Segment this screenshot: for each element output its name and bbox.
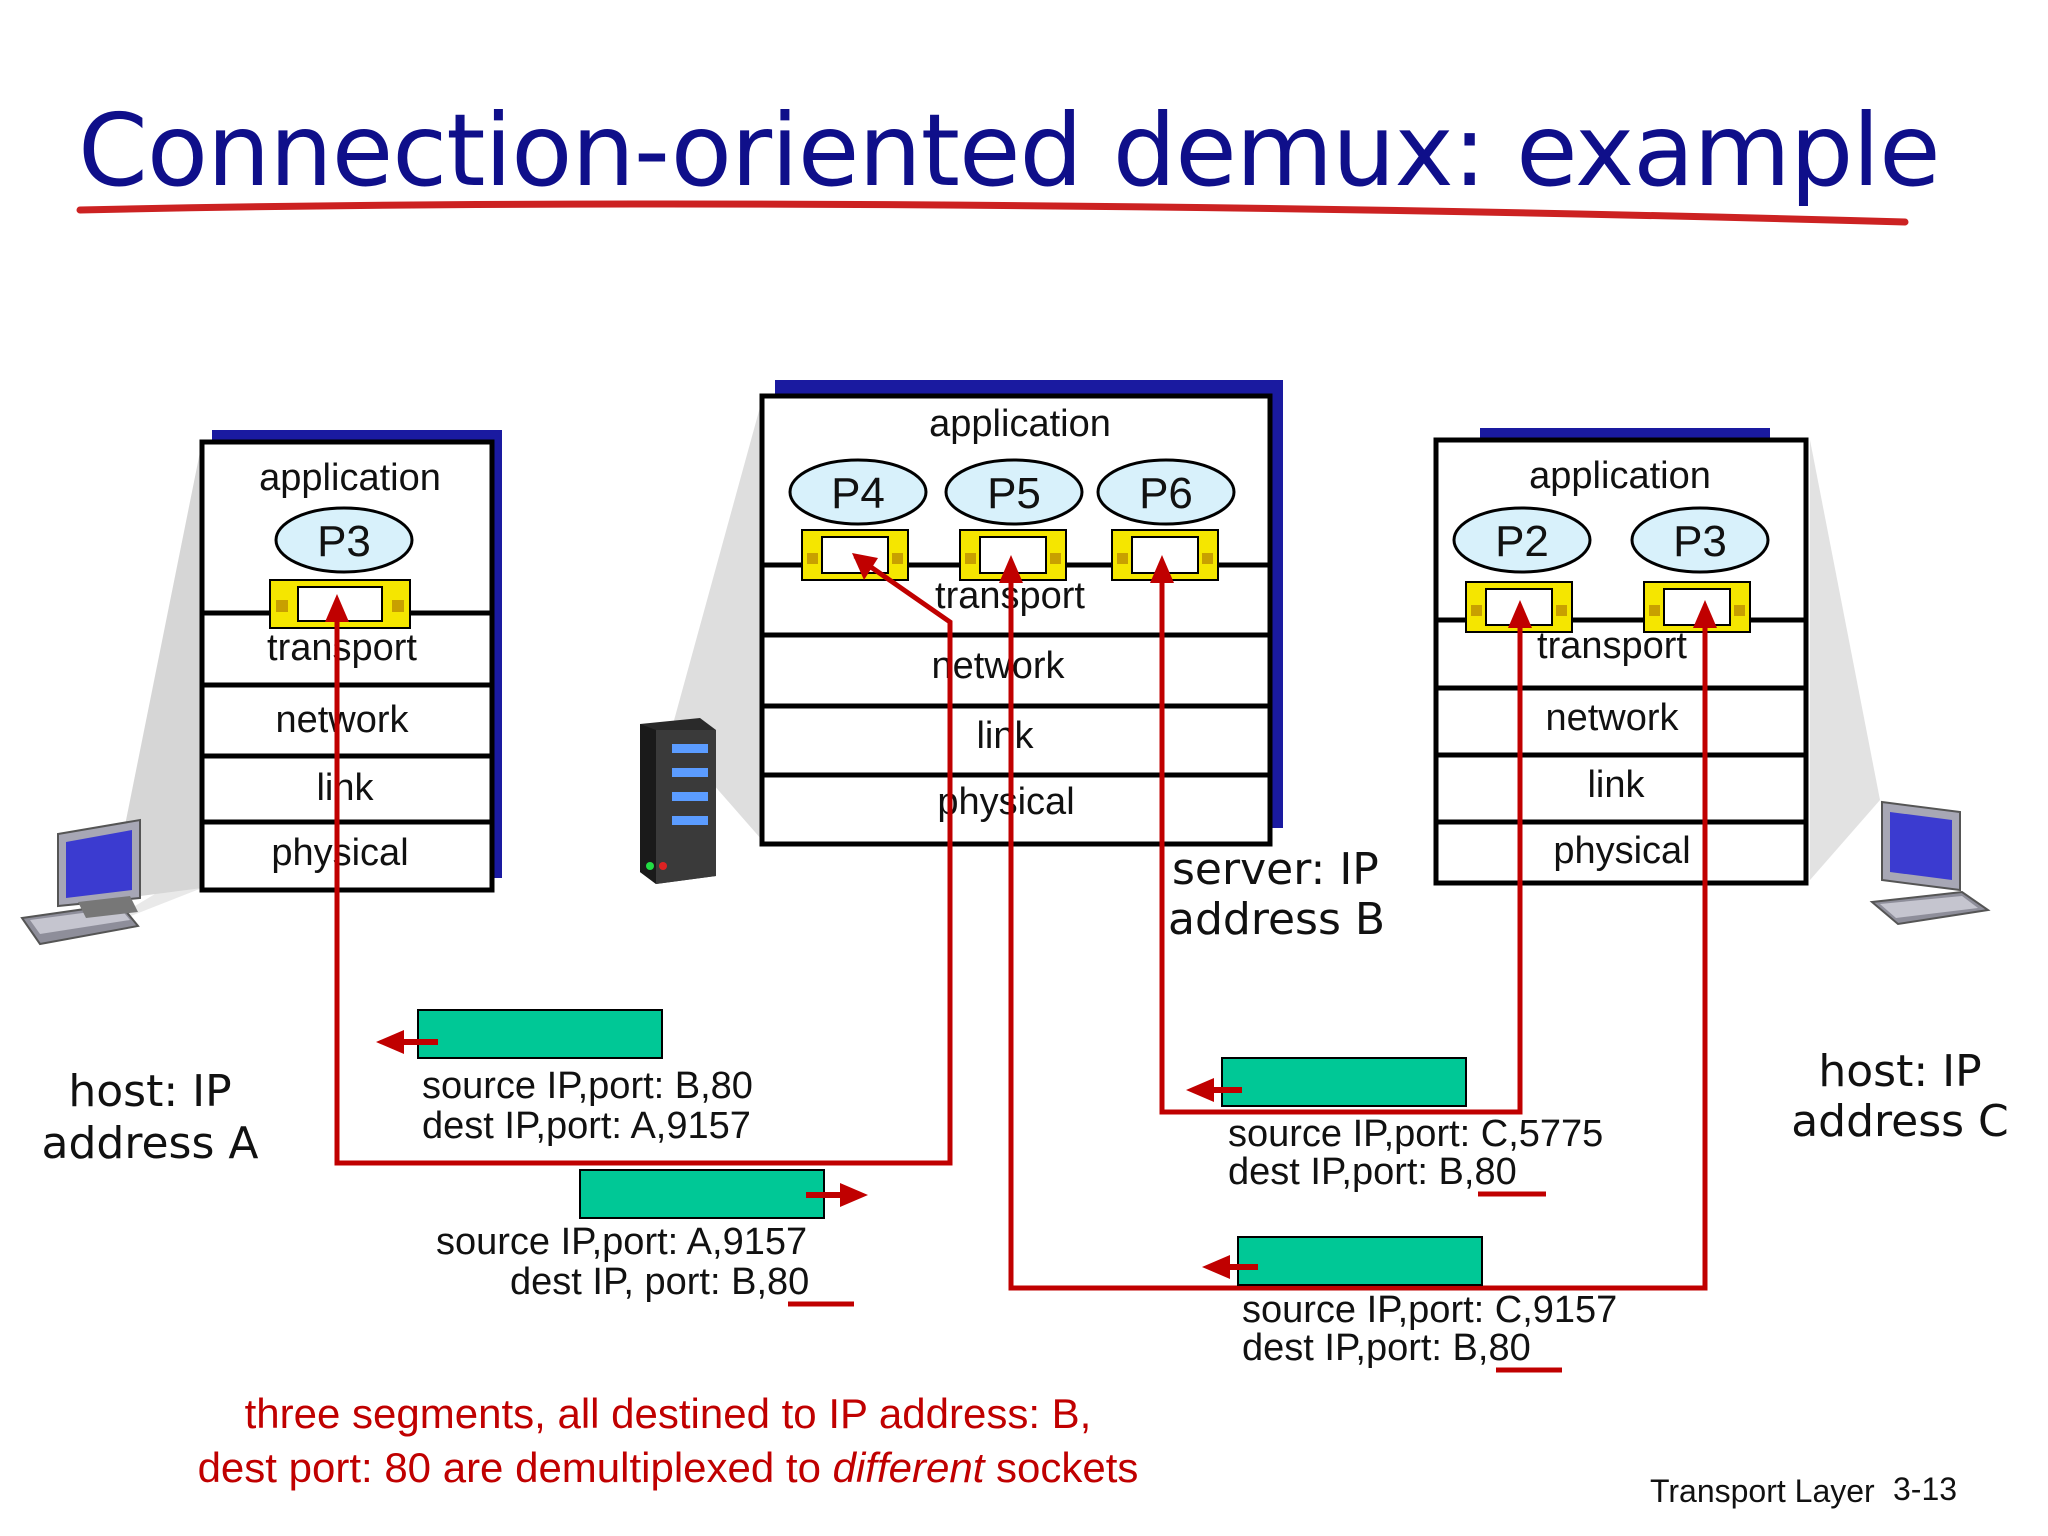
caption-line1: three segments, all destined to IP addre… <box>245 1390 1092 1437</box>
segment3-dest: dest IP,port: B,80 <box>1228 1151 1517 1193</box>
segment4-dest: dest IP,port: B,80 <box>1242 1327 1531 1369</box>
host-a-link-label: link <box>316 767 374 809</box>
segment-c9157-to-b80 <box>1202 1236 1483 1286</box>
slide-title: Connection-oriented demux: example <box>78 92 1941 209</box>
host-a-physical-label: physical <box>271 832 408 874</box>
host-c-stack: application transport network link physi… <box>1433 428 1809 886</box>
host-c-application-label: application <box>1529 455 1711 497</box>
demux-paths <box>334 553 1708 1291</box>
segment1-dest: dest IP,port: A,9157 <box>422 1105 751 1147</box>
server-link-label: link <box>976 715 1034 757</box>
path-a-to-p4 <box>334 553 953 1166</box>
segment1-source: source IP,port: B,80 <box>422 1065 753 1107</box>
desktop-computer-icon <box>20 818 141 946</box>
host-c-label-line1: host: IP <box>1818 1046 1981 1097</box>
server-label-line1: server: IP <box>1172 844 1379 895</box>
caption-line2: dest port: 80 are demultiplexed to diffe… <box>198 1444 1139 1491</box>
host-c-process-label-p2: P2 <box>1495 517 1549 566</box>
footer-page-number: 3-13 <box>1893 1471 1957 1507</box>
host-c-link-label: link <box>1587 764 1645 806</box>
host-a-label-line2: address A <box>42 1118 259 1169</box>
segment-b80-to-a9157 <box>376 1009 663 1059</box>
segment-c5775-to-b80 <box>1186 1057 1467 1107</box>
server-process-p5 <box>944 458 1084 526</box>
path-c9157-to-p5 <box>1008 570 1708 1291</box>
segment2-dest: dest IP, port: B,80 <box>510 1261 809 1303</box>
server-process-label-p6: P6 <box>1139 469 1193 518</box>
host-c-network-label: network <box>1545 697 1679 739</box>
server-application-label: application <box>929 403 1111 445</box>
host-a-stack: application transport network link physi… <box>199 430 502 893</box>
host-a-application-label: application <box>259 457 441 499</box>
desktop-computer-icon-c <box>1869 800 1991 926</box>
server-network-label: network <box>931 645 1065 687</box>
host-a-cone-shade <box>110 442 202 900</box>
footer-section: Transport Layer <box>1650 1473 1875 1509</box>
server-stack: application transport network link physi… <box>759 380 1283 847</box>
host-a-process-p3 <box>274 506 414 574</box>
server-label-line2: address B <box>1168 894 1385 945</box>
segment3-source: source IP,port: C,5775 <box>1228 1113 1603 1155</box>
server-process-p4 <box>788 458 928 526</box>
arrowheads <box>325 553 1717 628</box>
host-c-process-p3 <box>1630 506 1770 574</box>
title-underline <box>76 200 1909 226</box>
server-process-label-p5: P5 <box>987 469 1041 518</box>
path-c5775-to-p6 <box>1159 570 1523 1115</box>
server-process-p6 <box>1096 458 1236 526</box>
host-a-transport-label: transport <box>267 627 417 669</box>
server-tower-icon <box>640 718 716 884</box>
host-c-process-p2 <box>1452 506 1592 574</box>
host-c-cone <box>1810 440 1880 880</box>
host-a-network-label: network <box>275 699 409 741</box>
host-c-process-label-p3: P3 <box>1673 517 1727 566</box>
host-c-physical-label: physical <box>1553 830 1690 872</box>
segment-a9157-to-b80 <box>579 1169 868 1219</box>
server-process-label-p4: P4 <box>831 469 885 518</box>
segment2-source: source IP,port: A,9157 <box>436 1221 807 1263</box>
server-physical-label: physical <box>937 781 1074 823</box>
host-a-label-line1: host: IP <box>68 1066 231 1117</box>
host-a-process-label: P3 <box>317 517 371 566</box>
host-c-label-line2: address C <box>1791 1096 2009 1147</box>
segment4-source: source IP,port: C,9157 <box>1242 1289 1617 1331</box>
